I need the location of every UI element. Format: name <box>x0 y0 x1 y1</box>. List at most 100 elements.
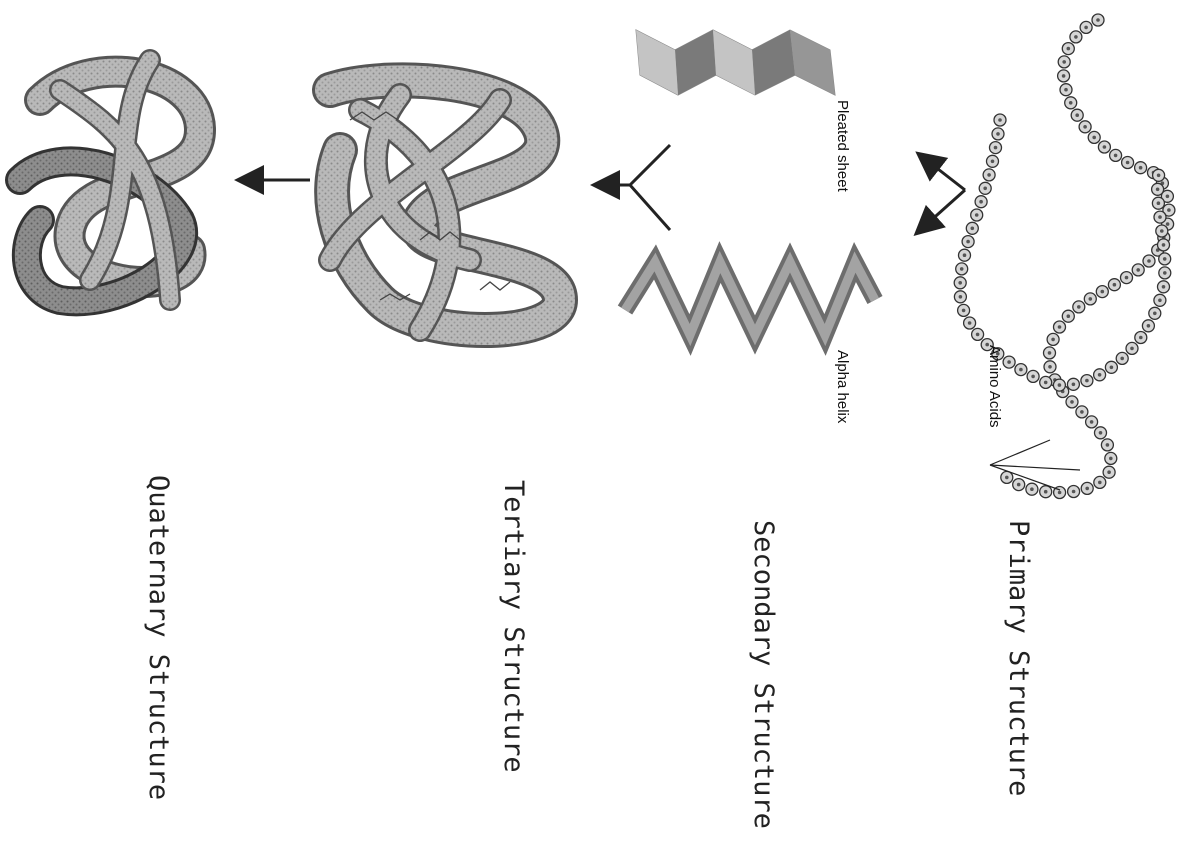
amino-acid-bead-center <box>1099 431 1103 435</box>
amino-acid-bead-center <box>1163 257 1167 261</box>
amino-acid-bead-center <box>1062 60 1066 64</box>
amino-acid-bead-center <box>994 146 998 150</box>
amino-acid-bead-center <box>991 160 995 164</box>
amino-acid-bead-center <box>1007 360 1011 364</box>
alpha-helix-label: Alpha helix <box>834 350 851 424</box>
amino-acid-bead-center <box>1083 125 1087 129</box>
amino-acid-bead-center <box>1072 490 1076 494</box>
amino-acid-bead-center <box>1110 366 1114 370</box>
amino-acid-bead-center <box>1101 290 1105 294</box>
amino-acid-bead-center <box>1160 229 1164 233</box>
amino-acid-bead-center <box>1098 481 1102 485</box>
amino-acid-bead-center <box>1162 285 1166 289</box>
amino-acid-bead-center <box>1090 420 1094 424</box>
amino-acid-bead-center <box>1019 368 1023 372</box>
tertiary-folded-protein <box>330 80 560 330</box>
amino-acid-bead-center <box>959 295 963 299</box>
amino-acid-bead-center <box>1114 154 1118 158</box>
amino-acid-bead-center <box>963 253 967 257</box>
amino-acid-bead-center <box>1058 383 1062 387</box>
amino-acid-bead-center <box>962 309 966 313</box>
split-arrow <box>918 155 965 232</box>
amino-acid-bead-center <box>1048 365 1052 369</box>
amino-acid-bead-center <box>1130 347 1134 351</box>
amino-acid-bead-center <box>1163 271 1167 275</box>
amino-acid-bead-center <box>1166 222 1170 226</box>
amino-acid-bead-center <box>1167 208 1171 212</box>
amino-acid-bead-center <box>1103 145 1107 149</box>
quaternary-protein-complex <box>20 60 200 301</box>
amino-acid-bead-center <box>1074 35 1078 39</box>
amino-acid-bead-center <box>960 267 964 271</box>
amino-acid-bead-center <box>1064 88 1068 92</box>
amino-acid-bead-center <box>1157 201 1161 205</box>
amino-acid-bead-center <box>1139 336 1143 340</box>
amino-acid-bead-center <box>996 132 1000 136</box>
amino-acid-bead-center <box>1030 487 1034 491</box>
secondary-structure-label: Secondary Structure <box>748 520 779 829</box>
amino-acid-bead-center <box>1084 26 1088 30</box>
amino-acid-bead-center <box>1158 215 1162 219</box>
chain-backbone <box>1000 20 1169 493</box>
amino-acid-bead-center <box>1107 470 1111 474</box>
alpha-helix-graphic <box>625 262 875 335</box>
amino-acid-bead-center <box>1070 400 1074 404</box>
amino-acid-bead-center <box>1157 174 1161 178</box>
amino-acid-bead-center <box>966 240 970 244</box>
amino-acid-bead-center <box>1058 491 1062 495</box>
amino-acid-bead-center <box>1153 312 1157 316</box>
amino-acid-bead-center <box>987 173 991 177</box>
amino-acid-bead-center <box>998 118 1002 122</box>
amino-acid-bead-center <box>1005 476 1009 480</box>
amino-acid-bead-center <box>983 187 987 191</box>
amino-acid-bead-center <box>1031 375 1035 379</box>
amino-acid-bead-center <box>1069 101 1073 105</box>
amino-acid-bead-center <box>1044 381 1048 385</box>
amino-acid-bead-center <box>979 200 983 204</box>
amino-pointer-line <box>990 440 1050 465</box>
amino-acid-bead-center <box>1062 74 1066 78</box>
amino-acid-bead-center <box>1075 113 1079 117</box>
amino-acid-bead-center <box>1092 136 1096 140</box>
amino-acid-bead-center <box>976 333 980 337</box>
amino-acid-bead-center <box>968 321 972 325</box>
amino-acid-bead-center <box>975 213 979 217</box>
amino-acid-bead-center <box>1147 324 1151 328</box>
amino-acid-bead-center <box>1136 268 1140 272</box>
quaternary-structure-label: Quaternary Structure <box>143 475 174 800</box>
amino-acid-bead-center <box>1051 338 1055 342</box>
amino-acid-bead-center <box>1017 483 1021 487</box>
amino-acid-bead-center <box>1147 259 1151 263</box>
pleated-sheet-graphic <box>636 30 835 95</box>
amino-acid-bead-center <box>958 281 962 285</box>
amino-acid-bead-center <box>1067 314 1071 318</box>
amino-acid-bead-center <box>1162 243 1166 247</box>
amino-acid-bead-center <box>1126 161 1130 165</box>
amino-acid-bead-center <box>1058 325 1062 329</box>
amino-acid-bead-center <box>1109 457 1113 461</box>
amino-acid-bead-center <box>1072 383 1076 387</box>
pleated-sheet-label: Pleated sheet <box>834 100 851 193</box>
amino-acid-bead-center <box>1080 410 1084 414</box>
tertiary-structure-label: Tertiary Structure <box>498 480 529 773</box>
amino-acid-bead-center <box>1044 490 1048 494</box>
amino-acid-bead-center <box>1089 297 1093 301</box>
amino-acid-bead-center <box>1085 379 1089 383</box>
amino-acid-bead-center <box>1067 47 1071 51</box>
amino-acid-bead-center <box>1113 283 1117 287</box>
amino-acid-bead-center <box>1166 195 1170 199</box>
amino-acid-bead-center <box>1120 357 1124 361</box>
amino-acid-bead-center <box>1139 166 1143 170</box>
primary-structure-label: Primary Structure <box>1003 520 1034 796</box>
amino-acid-bead-center <box>1077 305 1081 309</box>
amino-acid-bead-center <box>1048 351 1052 355</box>
amino-acid-bead-center <box>1156 188 1160 192</box>
amino-acid-bead-center <box>1158 299 1162 303</box>
amino-acid-bead-center <box>1125 276 1129 280</box>
amino-acid-bead-center <box>1096 18 1100 22</box>
amino-acid-bead-center <box>1098 373 1102 377</box>
converge-arrow <box>596 145 670 230</box>
amino-acid-bead-center <box>1085 487 1089 491</box>
amino-acid-bead-center <box>1106 443 1110 447</box>
